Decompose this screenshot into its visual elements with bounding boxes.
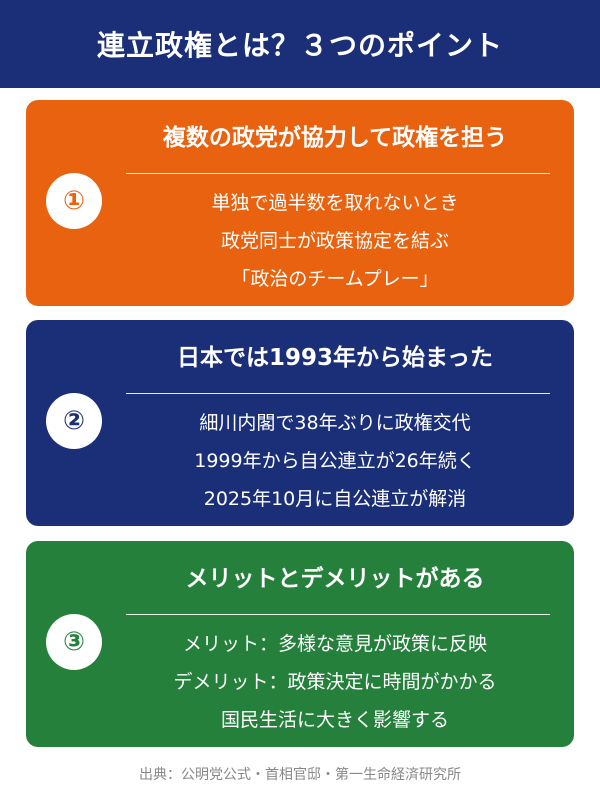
point-card-3: メリットとデメリットがある ③ メリット：多様な意見が政策に反映 デメリット：政… — [26, 541, 574, 747]
card-line: 国民生活に大きく影響する — [220, 709, 449, 731]
number-badge-3: ③ — [46, 614, 102, 670]
card-line: 「政治のチームプレー」 — [231, 268, 439, 290]
point-card-1: 複数の政党が協力して政権を担う ① 単独で過半数を取れないとき 政党同士が政策協… — [26, 100, 574, 306]
card-lines: 単独で過半数を取れないとき 政党同士が政策協定を結ぶ 「政治のチームプレー」 — [116, 184, 554, 298]
card-line: 2025年10月に自公連立が解消 — [203, 488, 467, 510]
card-lines: メリット：多様な意見が政策に反映 デメリット：政策決定に時間がかかる 国民生活に… — [116, 625, 554, 739]
card-title: 複数の政党が協力して政権を担う — [162, 125, 508, 151]
source-credit: 出典：公明党公式・首相官邸・第一生命経済研究所 — [139, 767, 461, 783]
card-lines: 細川内閣で38年ぶりに政権交代 1999年から自公連立が26年続く 2025年1… — [116, 404, 554, 518]
number-badge-1: ① — [46, 173, 102, 229]
card-title: 日本では1993年から始まった — [176, 345, 494, 371]
card-divider — [126, 614, 550, 615]
page-title: 連立政権とは？３つのポイント — [96, 29, 503, 62]
card-line: 細川内閣で38年ぶりに政権交代 — [199, 412, 471, 434]
card-line: メリット：多様な意見が政策に反映 — [182, 633, 487, 655]
header-banner: 連立政権とは？３つのポイント — [0, 0, 600, 88]
card-line: 1999年から自公連立が26年続く — [194, 450, 476, 472]
card-divider — [126, 173, 550, 174]
point-card-2: 日本では1993年から始まった ② 細川内閣で38年ぶりに政権交代 1999年か… — [26, 320, 574, 526]
card-line: 単独で過半数を取れないとき — [211, 192, 459, 214]
card-line: 政党同士が政策協定を結ぶ — [220, 230, 449, 252]
card-divider — [126, 393, 550, 394]
card-title: メリットとデメリットがある — [185, 566, 485, 592]
card-line: デメリット：政策決定に時間がかかる — [173, 671, 497, 693]
number-badge-2: ② — [46, 393, 102, 449]
